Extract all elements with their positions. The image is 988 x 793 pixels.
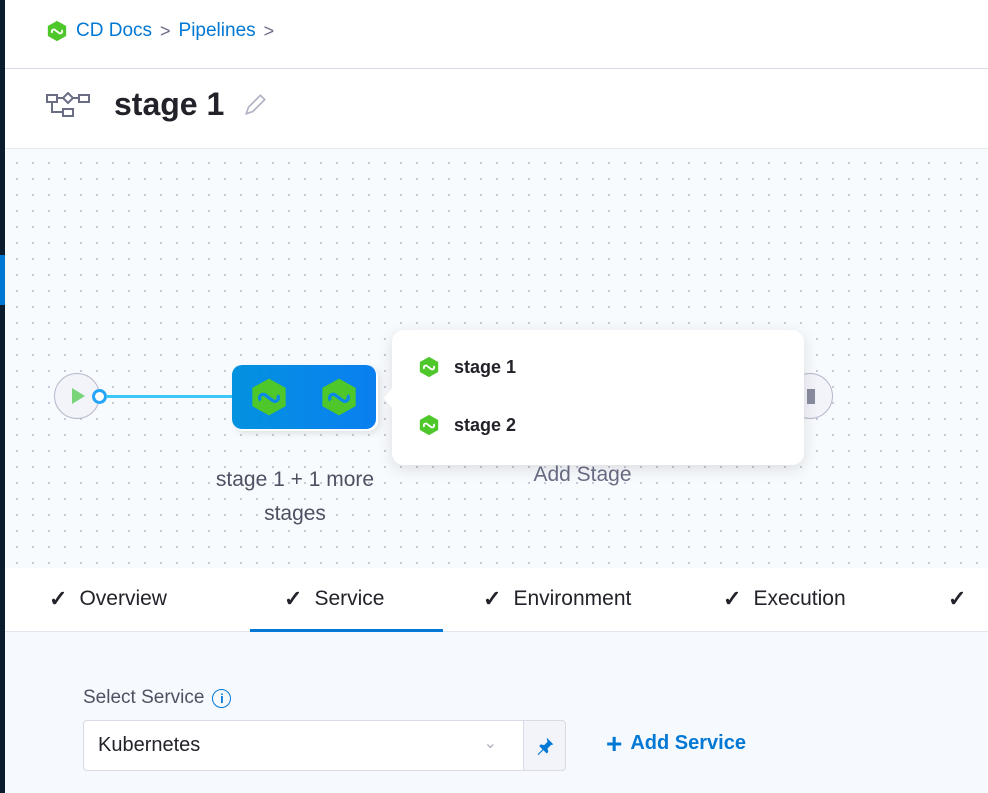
popup-stage-label: stage 2 [454,414,517,435]
check-icon: ✓ [948,586,967,611]
check-icon: ✓ [284,586,303,611]
stage-group-label: stage 1 + 1 more stages [215,468,375,525]
service-select[interactable]: Kubernetes ⌄ [83,720,524,771]
tab-label: Service [314,587,385,610]
tab-label: Overview [79,587,167,610]
stage-icon [419,414,439,436]
info-icon[interactable]: i [212,688,232,708]
header-divider [5,68,988,69]
stage-tabs: ✓ Overview ✓ Service ✓ Environment ✓ Executi… [5,568,988,632]
tab-environment[interactable]: ✓ Environment [483,586,631,612]
tab-overview[interactable]: ✓ Overview [49,586,167,612]
tab-more[interactable]: ✓ [948,586,978,612]
breadcrumb-separator: > [263,20,275,41]
add-stage-button[interactable]: Add Stage [533,463,632,486]
popup-stage-label: stage 1 [454,356,517,377]
plus-icon: + [606,727,623,759]
stage-group-popup: stage 1 stage 2 [384,330,804,465]
sidebar-active-indicator [0,255,5,305]
stage-2-icon [322,378,356,416]
tab-label: Execution [753,587,846,610]
check-icon: ✓ [49,586,68,611]
breadcrumb-cd-docs[interactable]: CD Docs [76,20,153,41]
start-connector-port[interactable] [92,389,107,404]
breadcrumb-separator: > [160,20,171,41]
app-sidebar-edge [0,0,5,793]
add-service-label: Add Service [630,732,746,754]
stage-group-node[interactable] [232,365,376,429]
stage-1-icon [252,378,286,416]
connector-line [106,395,233,398]
edit-pencil-icon[interactable] [242,92,268,118]
stage-icon [419,356,439,378]
add-service-button[interactable]: + Add Service [606,727,746,759]
tab-service[interactable]: ✓ Service [284,586,384,612]
chevron-down-icon: ⌄ [483,735,497,752]
breadcrumb: CD Docs > Pipelines > [46,18,274,44]
pin-icon [537,737,553,755]
check-icon: ✓ [483,586,502,611]
popup-stage-item[interactable]: stage 1 [418,356,516,378]
field-label: Select Service [83,687,205,708]
page-title: stage 1 [114,86,225,122]
select-service-label: Select Service i [83,687,232,709]
page-header: stage 1 [46,86,268,123]
service-select-value: Kubernetes [98,734,201,756]
cd-module-icon [47,20,67,42]
breadcrumb-pipelines[interactable]: Pipelines [178,20,256,41]
check-icon: ✓ [723,586,742,611]
pipeline-canvas[interactable]: stage 1 + 1 more stages Add Stage stage … [5,148,988,568]
popup-stage-item[interactable]: stage 2 [418,414,516,436]
tab-execution[interactable]: ✓ Execution [723,586,846,612]
tab-label: Environment [513,587,632,610]
active-tab-indicator [250,629,443,632]
pipeline-stage-icon [46,91,90,117]
pin-button[interactable] [523,720,566,771]
